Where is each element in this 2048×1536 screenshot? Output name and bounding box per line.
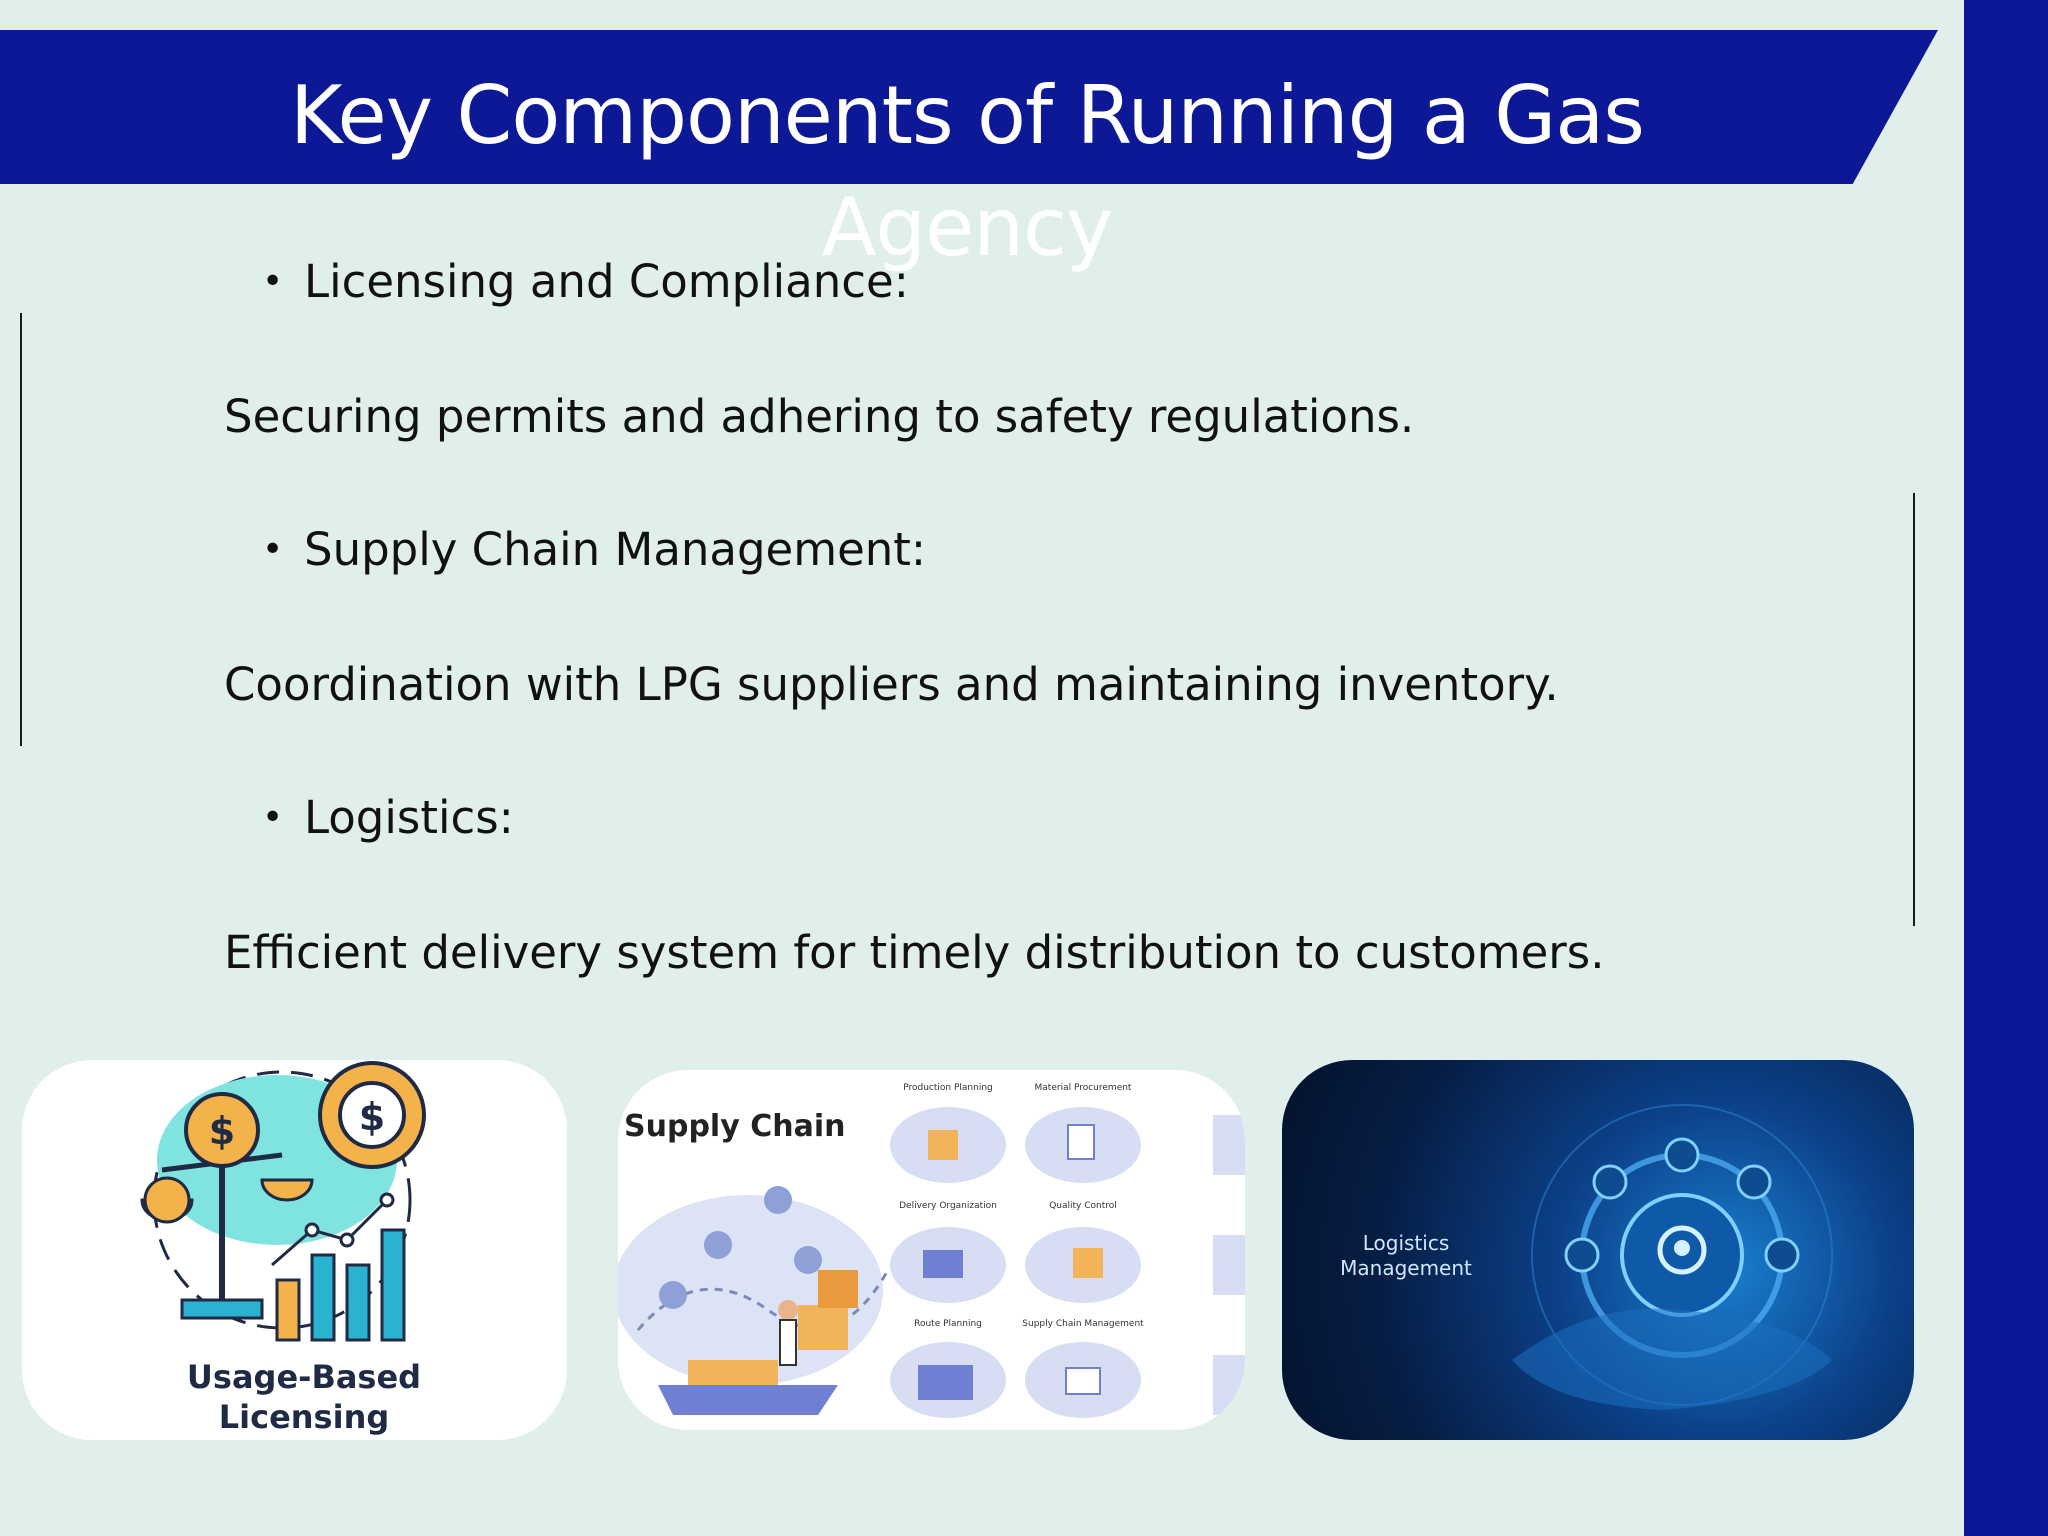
plane-icon xyxy=(1592,1164,1628,1200)
logistics-caption-line2: Management xyxy=(1340,1256,1472,1280)
panel-label: Quality Control xyxy=(1049,1201,1117,1211)
bullet-licensing: • Licensing and Compliance: xyxy=(262,252,909,312)
supply-chain-illustration: Supply Chain Production Planning Materia… xyxy=(618,1070,1245,1430)
logistics-illustration: Logistics Management xyxy=(1282,1060,1914,1440)
slide-title: Key Components of Running a Gas Agency xyxy=(290,69,1645,274)
digital-hand xyxy=(1512,1308,1832,1410)
bullet-heading: Licensing and Compliance: xyxy=(304,255,909,308)
bullet-description: Coordination with LPG suppliers and main… xyxy=(224,658,1559,711)
headset-icon xyxy=(1736,1164,1772,1200)
bullet-description: Securing permits and adhering to safety … xyxy=(224,390,1415,443)
supply-chain-panels: Production Planning Material Procurement… xyxy=(890,1083,1245,1418)
location-pin-icon xyxy=(1657,1225,1707,1275)
panel-label: Production Planning xyxy=(903,1083,993,1093)
bullet-dot: • xyxy=(262,261,284,302)
svg-text:$: $ xyxy=(359,1095,385,1139)
licensing-caption-line1: Usage-Based xyxy=(187,1358,421,1396)
right-accent-bar xyxy=(1964,0,2048,1536)
supply-chain-caption: Supply Chain xyxy=(624,1109,845,1144)
licensing-caption-line2: Licensing xyxy=(219,1398,390,1436)
globe-icon xyxy=(1664,1137,1700,1173)
bullet-heading: Supply Chain Management: xyxy=(304,523,927,576)
truck-icon xyxy=(1564,1237,1600,1273)
title-banner xyxy=(0,30,1938,184)
bullet-heading: Logistics: xyxy=(304,791,514,844)
panel-label: Material Procurement xyxy=(1035,1083,1132,1093)
svg-text:$: $ xyxy=(209,1109,235,1153)
panel-label: Delivery Organization xyxy=(899,1201,997,1211)
bullet-dot: • xyxy=(262,529,284,570)
scale-icon: $ xyxy=(140,1092,314,1320)
clipboard-icon xyxy=(1764,1237,1800,1273)
bullet-dot: • xyxy=(262,797,284,838)
licensing-illustration: $ $ Usage-Based Licensing xyxy=(22,1060,567,1440)
bullet-supply-chain: • Supply Chain Management: xyxy=(262,520,926,580)
gear-dollar-icon: $ xyxy=(318,1061,426,1169)
bullet-logistics: • Logistics: xyxy=(262,788,514,848)
logistics-caption-line1: Logistics xyxy=(1363,1231,1450,1255)
panel-label: Route Planning xyxy=(914,1319,982,1329)
right-divider-line xyxy=(1913,493,1915,926)
left-divider-line xyxy=(20,313,22,746)
panel-label: Supply Chain Management xyxy=(1022,1319,1144,1329)
bar-growth-icon xyxy=(271,1192,406,1342)
bullet-description: Efficient delivery system for timely dis… xyxy=(224,926,1605,979)
